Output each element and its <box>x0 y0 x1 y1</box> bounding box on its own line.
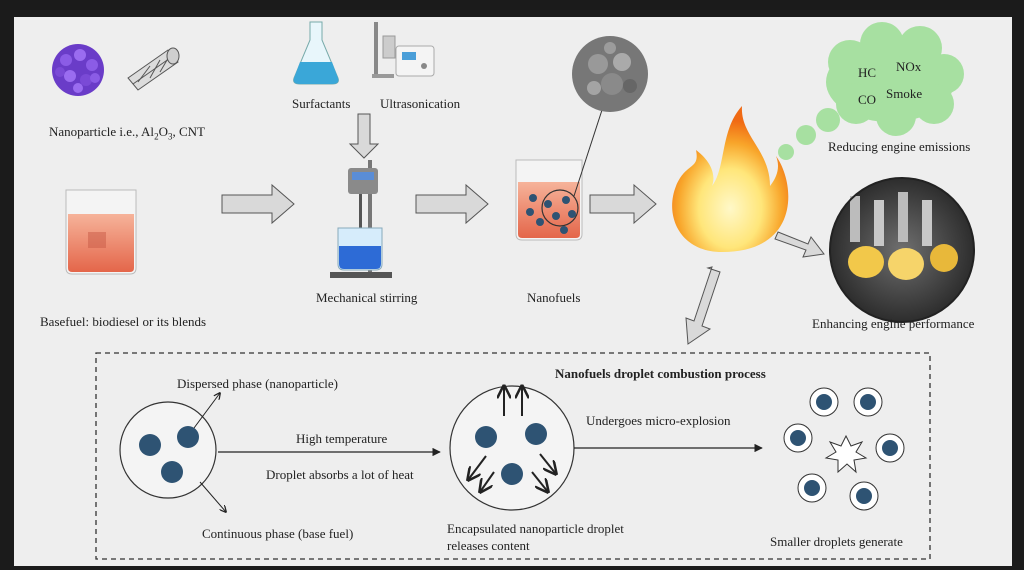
cloud-hc-label: HC <box>858 65 877 80</box>
encapsulated-label-line1: Encapsulated nanoparticle droplet <box>447 521 624 536</box>
continuous-phase-label: Continuous phase (base fuel) <box>202 526 354 541</box>
nanoparticle-label: Nanoparticle i.e., Al2O3, CNT <box>49 124 205 142</box>
performance-label: Enhancing engine performance <box>812 316 975 331</box>
surfactants-label: Surfactants <box>292 96 351 111</box>
continuous-pointer <box>199 481 226 512</box>
emissions-label: Reducing engine emissions <box>828 139 971 154</box>
explosion-burst-icon <box>824 434 868 474</box>
arrow-surfactant-down <box>348 113 380 159</box>
droplet-initial <box>119 401 217 499</box>
mechanical-stirrer-icon <box>330 160 392 278</box>
smaller-droplets <box>783 387 905 511</box>
dispersed-pointer <box>193 393 220 429</box>
mechanical-stirring-label: Mechanical stirring <box>316 290 418 305</box>
basefuel-beaker-icon <box>65 189 137 275</box>
combustion-process-box <box>95 352 931 560</box>
sem-micrograph-icon <box>572 36 648 197</box>
arrow-basefuel-to-stirring <box>221 183 295 225</box>
ultrasonication-label: Ultrasonication <box>380 96 461 111</box>
cloud-co-label: CO <box>858 92 877 107</box>
smaller-droplets-label: Smaller droplets generate <box>770 534 903 549</box>
absorbs-heat-label: Droplet absorbs a lot of heat <box>266 467 414 482</box>
ultrasonicator-icon <box>372 22 435 78</box>
arrow-nanofuel-to-flame <box>589 183 657 225</box>
nanofuel-beaker-icon <box>515 159 583 241</box>
droplet-encapsulated <box>449 386 575 511</box>
flame-icon <box>672 106 789 252</box>
basefuel-label: Basefuel: biodiesel or its blends <box>40 314 207 329</box>
arrow-stirring-to-nanofuel <box>415 183 489 225</box>
arrow-flame-down <box>685 266 721 345</box>
arrow-flame-to-engine <box>774 231 825 258</box>
process-arrows <box>221 113 825 345</box>
engine-icon <box>829 177 975 323</box>
cloud-nox-label: NOx <box>896 59 922 74</box>
encapsulated-label-line2: releases content <box>447 538 530 553</box>
process-title: Nanofuels droplet combustion process <box>555 366 766 381</box>
high-temperature-label: High temperature <box>296 431 388 446</box>
micro-explosion-label: Undergoes micro-explosion <box>586 413 731 428</box>
emissions-cloud-icon <box>778 22 964 160</box>
nanofuels-label: Nanofuels <box>527 290 581 305</box>
cloud-smoke-label: Smoke <box>886 86 923 101</box>
dispersed-phase-label: Dispersed phase (nanoparticle) <box>177 376 338 391</box>
flask-icon <box>293 21 339 85</box>
nanoparticle-icon <box>52 44 104 96</box>
carbon-nanotube-icon <box>127 47 180 91</box>
